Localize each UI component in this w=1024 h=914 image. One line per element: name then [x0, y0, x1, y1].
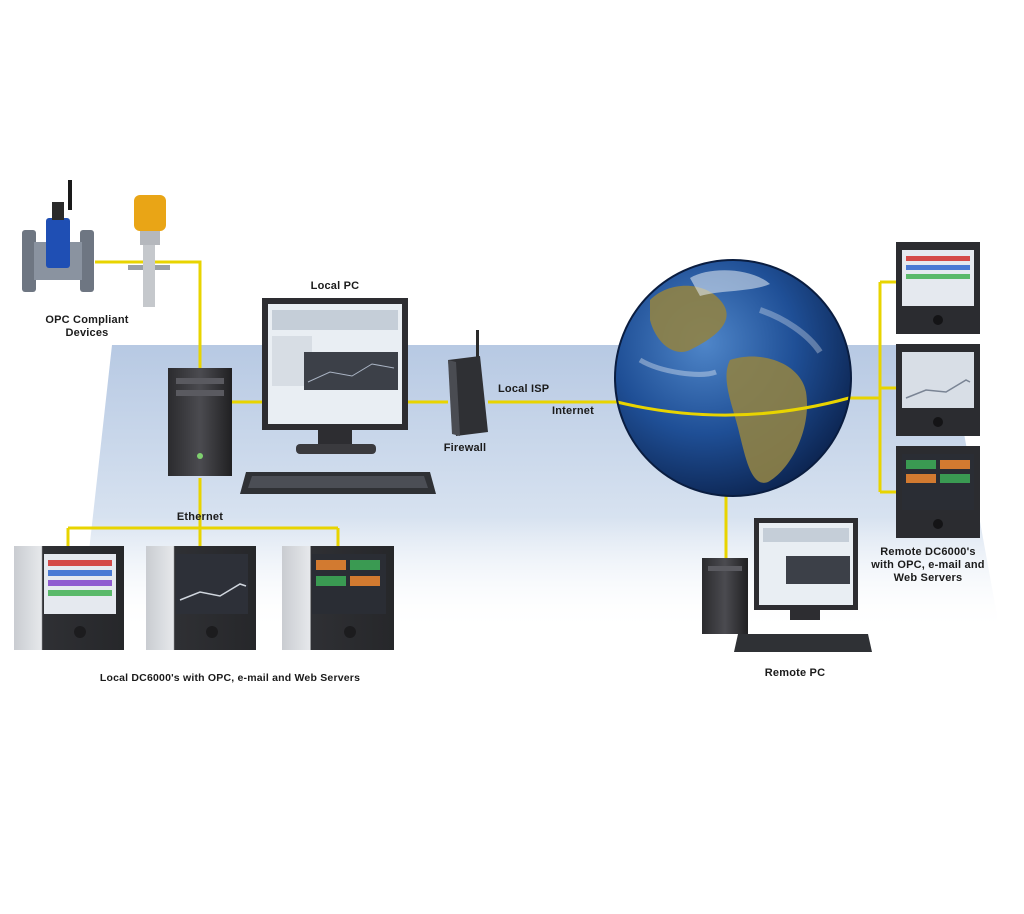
opc-devices-label-line1: OPC Compliant: [45, 314, 129, 326]
remote-pc-monitor-icon: [734, 518, 872, 652]
remote-recorder-3-icon: [896, 446, 980, 538]
local-pc-monitor-icon: [262, 298, 408, 454]
local-isp-label: Local ISP: [498, 383, 550, 395]
remote-recorder-1-icon: [896, 242, 980, 334]
globe-icon: [614, 259, 852, 497]
remote-recorders-label-line2: with OPC, e-mail and: [871, 559, 985, 571]
local-pc-label: Local PC: [310, 280, 360, 292]
remote-recorders-label-line1: Remote DC6000's: [880, 546, 976, 558]
local-pc-keyboard-icon: [240, 472, 436, 494]
local-recorder-3-icon: [282, 546, 394, 650]
remote-recorders-label: Remote DC6000's with OPC, e-mail and Web…: [858, 546, 998, 585]
local-pc-tower-icon: [168, 368, 232, 476]
local-recorders-label: Local DC6000's with OPC, e-mail and Web …: [99, 672, 361, 684]
remote-pc-label: Remote PC: [764, 667, 826, 679]
opc-devices-label: OPC Compliant Devices: [22, 314, 152, 340]
remote-recorder-2-icon: [896, 344, 980, 436]
remote-recorders-label-line3: Web Servers: [893, 572, 963, 584]
internet-label: Internet: [552, 405, 594, 417]
level-transmitter-icon: [128, 195, 170, 307]
remote-pc-tower-icon: [702, 558, 748, 634]
flow-meter-icon: [22, 180, 94, 292]
local-recorder-2-icon: [146, 546, 256, 650]
local-recorder-1-icon: [14, 546, 124, 650]
ethernet-label: Ethernet: [176, 511, 224, 523]
firewall-icon: [448, 330, 488, 436]
link-opc-devices: [95, 260, 202, 368]
firewall-label: Firewall: [443, 442, 487, 454]
opc-devices-label-line2: Devices: [65, 327, 109, 339]
